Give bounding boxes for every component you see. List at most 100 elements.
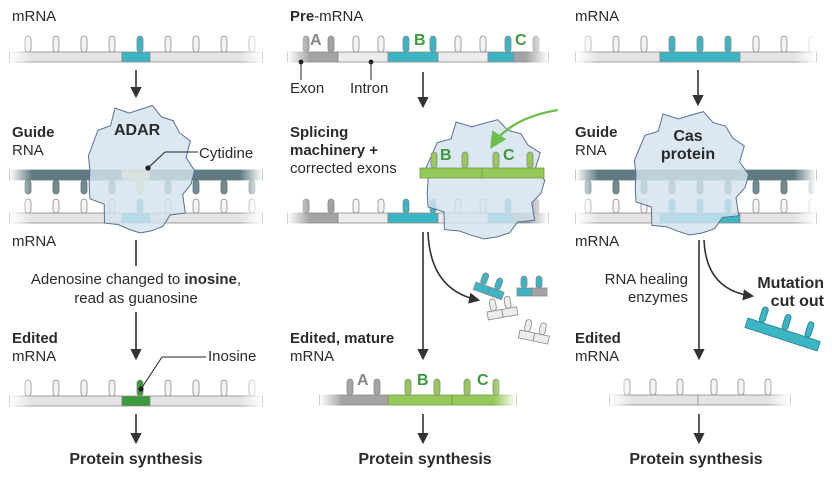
splicing-premrna-label: Pre-mRNA — [290, 8, 363, 25]
insert-arrow — [490, 108, 559, 149]
adar-mrna-top-base — [80, 35, 88, 53]
cut-line2: cut out — [770, 293, 824, 310]
cut-out-fragment-base — [758, 306, 769, 323]
splicing-edited-label: mRNA — [290, 348, 335, 365]
mature-mrna-base — [433, 378, 441, 396]
adar-outcome-label: Protein synthesis — [69, 451, 203, 468]
cas-mrna-top-base — [668, 35, 676, 53]
intron-pointer-dot — [368, 59, 374, 65]
corrected-exons-base — [526, 151, 534, 169]
adar-mrna-bottom-label: mRNA — [12, 233, 56, 250]
adar-guide-rna-base — [52, 179, 60, 195]
fade-right — [526, 34, 548, 80]
corrected-exons-base — [430, 151, 438, 169]
exon-letter-b: B — [414, 32, 426, 49]
cytidine-pointer-dot — [145, 165, 151, 171]
exon-label: Exon — [290, 80, 325, 97]
cytidine-label: Cytidine — [199, 145, 254, 162]
exon-letter-c: C — [515, 32, 527, 49]
corrected-exons-base — [461, 151, 469, 169]
fragment-exon-c-segment — [516, 287, 533, 297]
corrected-exons-segment — [419, 167, 483, 179]
fragment-intron-1-base — [488, 298, 497, 312]
inosine-label: Inosine — [208, 348, 257, 365]
healing-line2: enzymes — [627, 289, 688, 306]
adar-mrna-top-base — [164, 35, 172, 53]
cas-guide-rna-base — [612, 179, 620, 195]
premrna-text: -mRNA — [314, 8, 364, 25]
fragment-exon-b-base — [480, 272, 490, 285]
adar-mrna-edited-base — [108, 379, 116, 397]
mature-mrna-segment — [387, 394, 453, 406]
pre-mrna-bound-base — [352, 198, 360, 214]
fragment-exon-b — [472, 272, 505, 301]
pre-mrna-base — [429, 35, 437, 53]
pre-mrna-base — [504, 35, 512, 53]
fade-right — [240, 152, 262, 241]
cas-guide-rna-base — [780, 179, 788, 195]
adar-mrna-top-base — [108, 35, 116, 53]
adar-mrna-edited-base — [52, 379, 60, 397]
adar-mrna-top-segment — [121, 51, 151, 63]
adar-mrna-mid-base — [80, 198, 88, 214]
premrna-bold: Pre — [290, 8, 315, 25]
fragment-intron-2-base — [524, 319, 533, 332]
cas-mrna-mid-base — [612, 198, 620, 214]
adar-edited-label: mRNA — [12, 348, 57, 365]
fragment-intron-1-segment — [501, 306, 519, 318]
adar-mrna-edited-base — [220, 379, 228, 397]
mature-letter-b: B — [417, 372, 429, 389]
adar-guide-rna-base — [220, 179, 228, 195]
healing-line1: RNA healing — [604, 271, 688, 288]
adar-step-text-bold: inosine — [184, 271, 237, 288]
cas-mrna-top-base — [612, 35, 620, 53]
cas-mrna-top-base — [696, 35, 704, 53]
pre-mrna-bound-segment — [387, 212, 439, 224]
fade-right — [768, 377, 790, 423]
corrected-exons — [419, 151, 545, 179]
cut-line1: Mutation — [757, 275, 824, 292]
cas-guide-label: RNA — [575, 142, 607, 159]
splicing-outcome-label: Protein synthesis — [358, 451, 492, 468]
fade-right — [494, 377, 516, 423]
fragment-intron-2-base — [538, 322, 547, 336]
cas-mrna-top-segment — [659, 51, 741, 63]
corrected-letter-c: C — [503, 147, 515, 164]
adar-mrna-top-base — [52, 35, 60, 53]
machinery-line1: Splicing — [290, 124, 349, 141]
cas-mrna-top-base — [640, 35, 648, 53]
cas-mrna-edited — [609, 378, 791, 406]
cas-mrna-bottom-label: mRNA — [575, 233, 620, 250]
pre-mrna-segment — [487, 51, 515, 63]
corrected-exons-segment — [481, 167, 545, 179]
splicing-machinery-cloud — [425, 119, 546, 240]
adar-mrna-edited-base — [192, 379, 200, 397]
inosine-pointer — [140, 356, 163, 390]
pre-mrna-base — [352, 35, 360, 53]
adar-guide-label: RNA — [12, 142, 44, 159]
pre-mrna-segment — [337, 51, 389, 63]
exon-letter-a: A — [310, 32, 322, 49]
mature-mrna-base — [463, 378, 471, 396]
adar-guide-label-bold: Guide — [12, 124, 55, 141]
adar-enzyme-label: ADAR — [114, 122, 161, 139]
mature-letter-c: C — [477, 372, 489, 389]
cas-enzyme-line1: Cas — [673, 128, 703, 145]
cut-out-fragment — [744, 306, 821, 352]
adar-edited-label-bold: Edited — [12, 330, 58, 347]
cas-mrna-top — [575, 35, 817, 63]
adar-mrna-top-base — [220, 35, 228, 53]
fade-left — [10, 152, 32, 241]
cut-arrow — [703, 239, 755, 301]
fade-right — [794, 34, 816, 80]
adar-step-text-pre: Adenosine changed to — [30, 271, 185, 288]
cut-out-fragment-base — [781, 313, 792, 331]
mature-letter-a: A — [357, 372, 369, 389]
pre-mrna-segment — [437, 51, 489, 63]
fade-left — [576, 152, 598, 241]
machinery-line2: machinery + — [290, 142, 378, 159]
cas-protein-cloud — [633, 111, 750, 236]
cas-mrna-top-base — [724, 35, 732, 53]
pre-mrna-base — [454, 35, 462, 53]
